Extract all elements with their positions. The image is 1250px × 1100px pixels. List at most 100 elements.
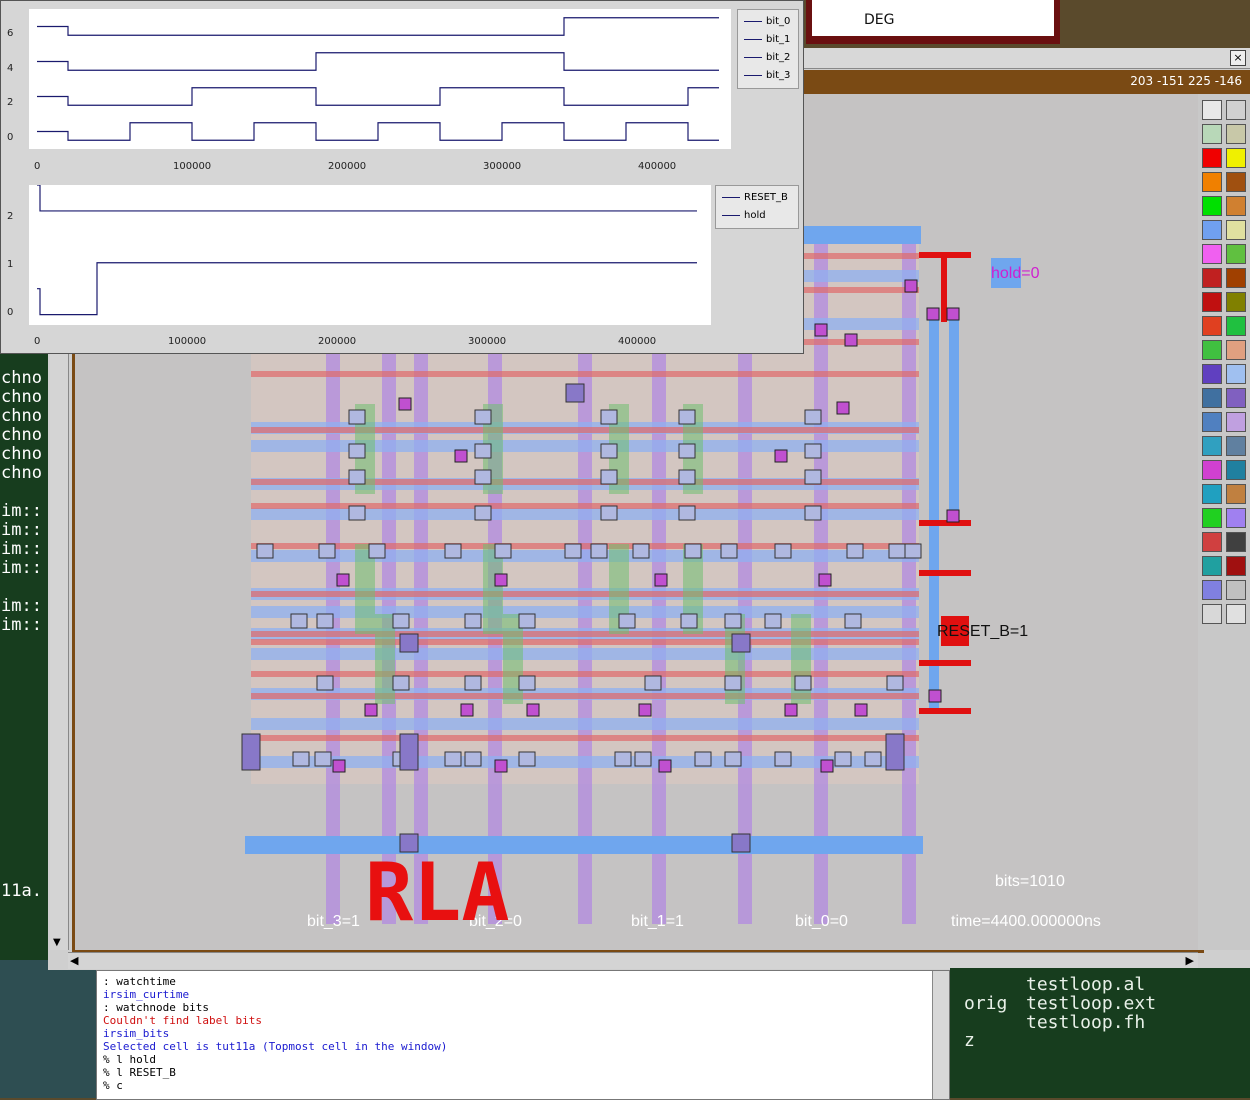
- contact: [292, 751, 310, 767]
- terminal-line: chno: [1, 444, 42, 464]
- layer-swatch[interactable]: [1202, 532, 1222, 552]
- contact: [684, 543, 702, 559]
- via: [494, 759, 508, 773]
- layer-swatch[interactable]: [1226, 268, 1246, 288]
- layer-swatch[interactable]: [1202, 196, 1222, 216]
- transistor-gate: [503, 614, 523, 704]
- metal1-wire: [251, 508, 919, 520]
- layer-swatch[interactable]: [1202, 412, 1222, 432]
- layer-swatch[interactable]: [1202, 220, 1222, 240]
- contact: [590, 543, 608, 559]
- right-terminal[interactable]: testloop.al testloop.ext testloop.fh ori…: [950, 968, 1250, 1098]
- layer-swatch[interactable]: [1226, 220, 1246, 240]
- transistor-gate: [375, 614, 395, 704]
- layer-swatch[interactable]: [1226, 580, 1246, 600]
- layer-swatch[interactable]: [1202, 148, 1222, 168]
- xtick-label: 200000: [318, 336, 357, 347]
- layer-swatch[interactable]: [1202, 460, 1222, 480]
- via: [946, 509, 960, 523]
- terminal-line: testloop.ext: [1026, 993, 1157, 1014]
- layer-swatch[interactable]: [1226, 556, 1246, 576]
- layer-swatch[interactable]: [1226, 316, 1246, 336]
- layer-swatch[interactable]: [1202, 388, 1222, 408]
- legend-entry: bit_0: [744, 16, 790, 27]
- contact: [678, 443, 696, 459]
- via: [836, 401, 850, 415]
- poly-wire: [251, 591, 919, 597]
- terminal-line: chno: [1, 425, 42, 445]
- layer-swatch[interactable]: [1226, 436, 1246, 456]
- cursor-coordinates: 203 -151 225 -146: [1130, 74, 1242, 88]
- layer-swatch[interactable]: [1202, 556, 1222, 576]
- layer-swatch[interactable]: [1226, 340, 1246, 360]
- layer-swatch[interactable]: [1202, 508, 1222, 528]
- contact: [600, 469, 618, 485]
- contact: [644, 675, 662, 691]
- layer-swatch[interactable]: [1226, 292, 1246, 312]
- close-button[interactable]: ×: [1230, 50, 1246, 66]
- xtick-label: 100000: [173, 161, 212, 172]
- label-box: [941, 616, 969, 646]
- layer-swatch[interactable]: [1226, 532, 1246, 552]
- large-contact: [399, 733, 419, 771]
- layer-swatch[interactable]: [1202, 580, 1222, 600]
- transistor-gate: [483, 544, 503, 634]
- layer-swatch[interactable]: [1202, 436, 1222, 456]
- layer-swatch[interactable]: [1202, 604, 1222, 624]
- horizontal-scrollbar[interactable]: ◀ ▶: [68, 952, 1198, 969]
- terminal-line: im::: [1, 596, 42, 616]
- irsim-analyzer-window[interactable]: bit_0 bit_1 bit_2 bit_3 6 4 2 0 0 100000…: [0, 0, 804, 354]
- via: [946, 307, 960, 321]
- via: [336, 573, 350, 587]
- layer-swatch[interactable]: [1226, 604, 1246, 624]
- layer-palette[interactable]: [1198, 94, 1250, 950]
- layer-swatch[interactable]: [1226, 172, 1246, 192]
- layer-swatch[interactable]: [1226, 100, 1246, 120]
- contact: [774, 751, 792, 767]
- scroll-left-icon[interactable]: ◀: [70, 954, 79, 967]
- layer-swatch[interactable]: [1202, 172, 1222, 192]
- console-scrollbar[interactable]: [932, 971, 949, 1099]
- large-contact: [399, 833, 419, 853]
- plot-bits-area[interactable]: [29, 9, 731, 149]
- layer-swatch[interactable]: [1202, 316, 1222, 336]
- layer-swatch[interactable]: [1202, 268, 1222, 288]
- metal1-wire: [251, 606, 919, 618]
- layer-swatch[interactable]: [1226, 148, 1246, 168]
- terminal-line: im::: [1, 501, 42, 521]
- layer-swatch[interactable]: [1202, 484, 1222, 504]
- via: [398, 397, 412, 411]
- scroll-right-icon[interactable]: ▶: [1185, 954, 1194, 967]
- layer-swatch[interactable]: [1202, 292, 1222, 312]
- plot-control-area[interactable]: [29, 184, 711, 325]
- contact: [720, 543, 738, 559]
- layer-swatch[interactable]: [1202, 340, 1222, 360]
- layer-swatch[interactable]: [1226, 364, 1246, 384]
- deg-window[interactable]: DEG: [806, 0, 1060, 44]
- legend-entry: bit_2: [744, 52, 790, 63]
- layer-swatch[interactable]: [1226, 388, 1246, 408]
- xtick-label: 400000: [638, 161, 677, 172]
- layer-swatch[interactable]: [1202, 124, 1222, 144]
- terminal-line: chno: [1, 368, 42, 388]
- series-line: [37, 87, 719, 106]
- layer-swatch[interactable]: [1226, 196, 1246, 216]
- layer-swatch[interactable]: [1226, 508, 1246, 528]
- layer-swatch[interactable]: [1226, 484, 1246, 504]
- plot-bits-svg: [37, 17, 719, 141]
- console-line: Couldn't find label bits: [103, 1014, 262, 1027]
- layer-swatch[interactable]: [1226, 124, 1246, 144]
- terminal-line: chno: [1, 406, 42, 426]
- layer-swatch[interactable]: [1202, 244, 1222, 264]
- layer-swatch[interactable]: [1202, 100, 1222, 120]
- layer-swatch[interactable]: [1202, 364, 1222, 384]
- layer-swatch[interactable]: [1226, 412, 1246, 432]
- scroll-down-icon[interactable]: ▼: [53, 937, 61, 948]
- plot-bits-legend: bit_0 bit_1 bit_2 bit_3: [737, 9, 799, 89]
- terminal-line: 11a.: [1, 881, 42, 901]
- layer-swatch[interactable]: [1226, 460, 1246, 480]
- layer-swatch[interactable]: [1226, 244, 1246, 264]
- via: [818, 573, 832, 587]
- via: [926, 307, 940, 321]
